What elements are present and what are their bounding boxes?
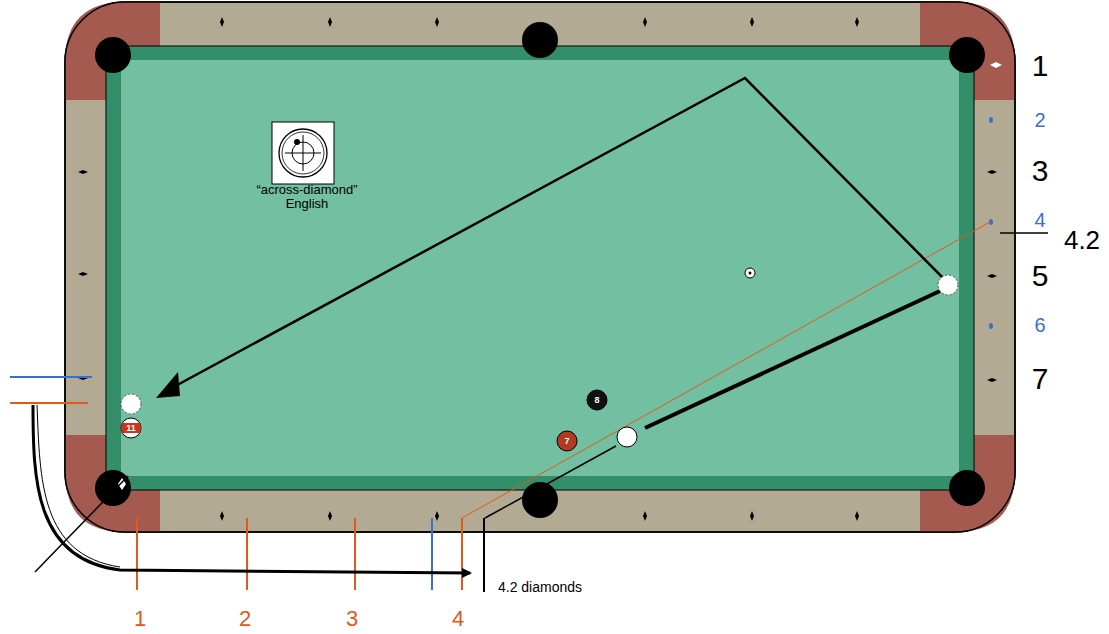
diamond-number: 4.2 diamonds	[498, 580, 582, 595]
pool-ball: 7	[556, 430, 578, 452]
diamond-number: 3	[346, 607, 358, 631]
diamond-number: 2	[1034, 109, 1045, 131]
pool-ball: 8	[586, 389, 608, 411]
diamond-number: 3	[1032, 154, 1049, 187]
diamond-number: 6	[1034, 314, 1045, 336]
diamond-number: 2	[239, 607, 251, 631]
diamond-number: 4.2	[1064, 226, 1100, 255]
diamond-number: 1	[1032, 49, 1049, 82]
pool-ball: 11	[120, 417, 142, 439]
ball-number: 8	[586, 389, 608, 411]
note-label: “across-diamond” English	[247, 183, 367, 212]
diamond-number: 7	[1032, 362, 1049, 395]
diamond-number: 1	[134, 607, 146, 631]
diamond-number: 4	[452, 607, 464, 631]
diamond-number: 4	[1034, 209, 1045, 231]
ball-number: 11	[120, 417, 142, 439]
diamond-number: 5	[1032, 259, 1049, 292]
ball-number: 7	[556, 430, 578, 452]
